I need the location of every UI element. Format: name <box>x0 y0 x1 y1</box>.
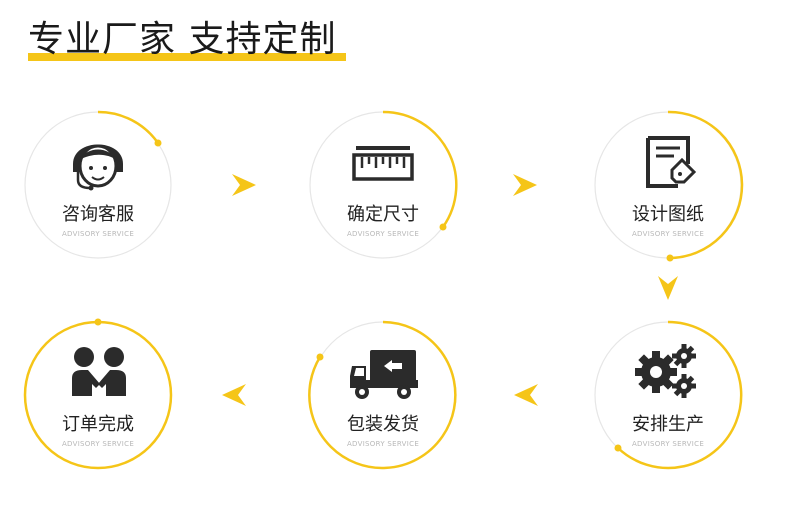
progress-dot <box>614 444 622 452</box>
step-sublabel: ADVISORY SERVICE <box>632 440 704 448</box>
step-design-drawing: 设计图纸 ADVISORY SERVICE <box>594 110 744 262</box>
step-label: 安排生产 <box>632 414 704 435</box>
arrow-left-icon <box>514 384 538 406</box>
handshake-icon <box>72 347 126 396</box>
step-progress-arc <box>617 320 743 470</box>
step-advisory: 咨询客服 ADVISORY SERVICE <box>24 110 172 259</box>
page-title: 专业厂家 支持定制 <box>28 19 337 60</box>
delivery-truck-icon <box>350 350 418 399</box>
step-sublabel: ADVISORY SERVICE <box>62 440 134 448</box>
step-progress-arc <box>97 110 160 144</box>
step-label: 咨询客服 <box>62 204 134 225</box>
progress-dot <box>154 139 162 147</box>
step-label: 确定尺寸 <box>347 204 419 225</box>
arrow-down-icon <box>658 276 678 300</box>
step-progress-arc <box>667 110 744 260</box>
step-sublabel: ADVISORY SERVICE <box>347 230 419 238</box>
gears-icon <box>635 344 696 398</box>
progress-dot <box>666 254 674 262</box>
arrow-left-icon <box>222 384 246 406</box>
page-header: 专业厂家 支持定制 <box>28 18 346 62</box>
progress-dot <box>316 353 324 361</box>
step-label: 包装发货 <box>347 414 419 435</box>
step-sublabel: ADVISORY SERVICE <box>347 440 419 448</box>
step-label: 订单完成 <box>62 414 134 435</box>
customer-service-icon <box>73 144 123 191</box>
design-drawing-icon <box>646 136 697 188</box>
arrow-right-icon <box>232 174 256 196</box>
step-sublabel: ADVISORY SERVICE <box>62 230 134 238</box>
progress-dot <box>439 223 447 231</box>
step-confirm-size: 确定尺寸 ADVISORY SERVICE <box>309 110 458 259</box>
arrow-right-icon <box>513 174 537 196</box>
ruler-icon <box>352 146 414 181</box>
step-sublabel: ADVISORY SERVICE <box>632 230 704 238</box>
step-order-complete: 订单完成 ADVISORY SERVICE <box>23 318 173 470</box>
progress-dot <box>94 318 102 326</box>
step-label: 设计图纸 <box>632 204 704 225</box>
step-progress-arc <box>308 320 457 470</box>
step-shipping: 包装发货 ADVISORY SERVICE <box>308 320 457 470</box>
title-underline <box>28 53 346 61</box>
step-progress-arc <box>382 110 458 228</box>
step-production: 安排生产 ADVISORY SERVICE <box>594 320 743 470</box>
